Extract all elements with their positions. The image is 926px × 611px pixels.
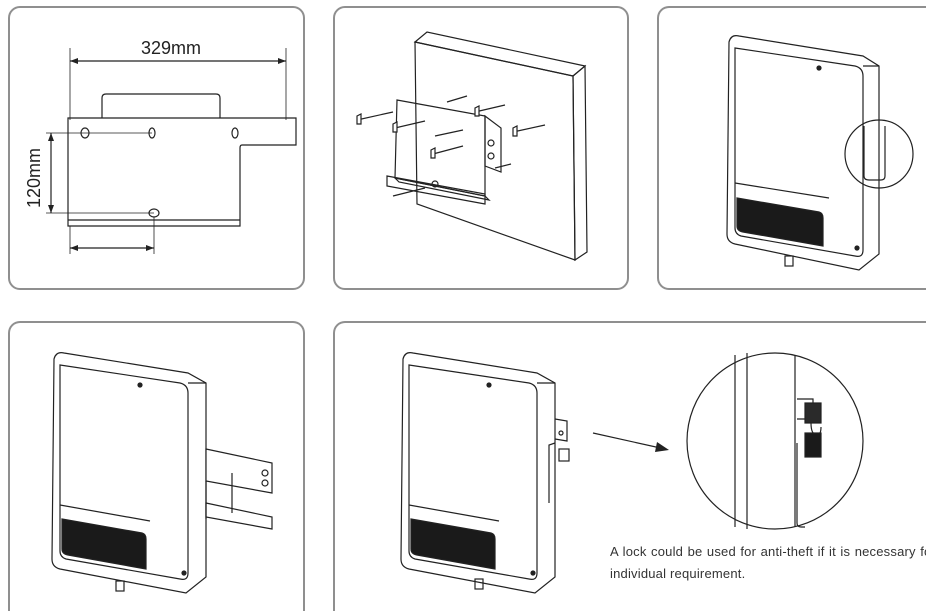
inverter-hanging-panel — [8, 321, 305, 611]
height-dimension-label: 120mm — [24, 148, 44, 208]
wall-bracket-drawing — [356, 31, 588, 262]
inverter-drawing-2 — [51, 352, 273, 594]
bracket-dimensions-panel: 329mm 120mm — [8, 6, 305, 290]
width-dimension-label: 329mm — [141, 38, 201, 58]
inverter-drawing-1 — [726, 35, 914, 271]
inverter-side-panel — [657, 6, 926, 290]
anti-theft-note: A lock could be used for anti-theft if i… — [610, 544, 926, 581]
bracket-dimensions-drawing: 329mm 120mm — [24, 38, 297, 254]
lock-detail-drawing — [400, 352, 864, 594]
anti-theft-lock-panel: A lock could be used for anti-theft if i… — [333, 321, 926, 611]
wall-mounting-panel — [333, 6, 629, 290]
